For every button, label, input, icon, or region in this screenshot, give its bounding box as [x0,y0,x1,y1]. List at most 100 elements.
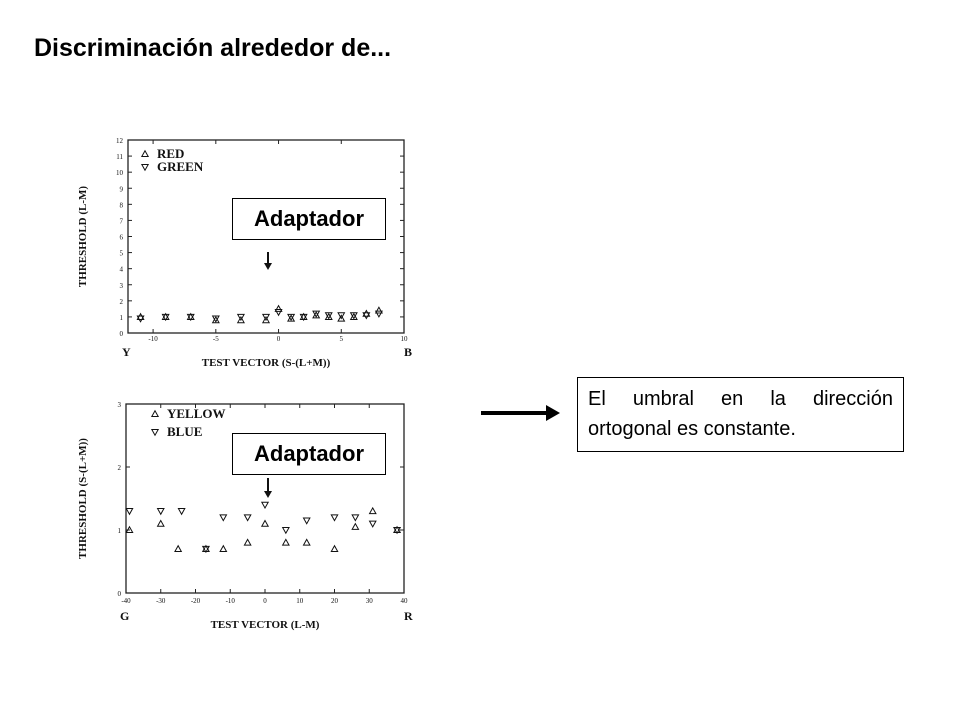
note-box: El umbral en la dirección ortogonal es c… [577,377,904,452]
x-end-label-left: G [120,609,129,623]
x-axis-label: TEST VECTOR (S-(L+M)) [202,357,331,369]
x-tick-label: 0 [277,335,281,343]
data-point-yellow [243,538,252,546]
data-point-green [324,312,333,320]
data-point-blue [156,508,165,516]
data-point-red [136,312,145,320]
y-tick-label: 1 [118,527,122,535]
legend-marker [150,428,160,437]
data-point-blue [368,520,377,528]
x-tick-label: 20 [331,597,339,605]
slide-title: Discriminación alrededor de... [34,34,392,62]
y-tick-label: 2 [120,298,124,306]
y-tick-label: 6 [120,234,124,242]
data-point-blue [219,514,228,522]
data-point-blue [125,508,134,516]
data-point-green [186,313,195,322]
data-point-red [236,315,245,324]
data-point-blue [302,517,311,525]
legend-label: BLUE [167,424,202,439]
data-point-green [312,310,321,318]
data-point-green [161,313,170,322]
data-point-green [274,309,283,317]
data-point-yellow [260,519,270,527]
x-tick-label: -5 [213,335,219,343]
data-point-green [236,313,245,322]
data-point-yellow [174,544,183,552]
legend-label: RED [157,146,184,161]
x-tick-label: 5 [340,335,344,343]
data-point-blue [393,526,402,535]
data-point-green [299,313,308,322]
y-tick-label: 9 [120,185,124,193]
y-tick-label: 12 [116,137,124,145]
y-tick-label: 1 [120,314,124,322]
x-tick-label: -10 [226,597,236,605]
adapter-arrowhead-icon [264,263,272,270]
x-tick-label: -10 [148,335,158,343]
y-tick-label: 3 [120,282,124,290]
y-tick-label: 10 [116,169,124,177]
data-point-green [374,310,383,318]
data-point-blue [351,514,360,522]
y-tick-label: 2 [118,464,122,472]
data-point-yellow [368,506,377,515]
adapter-label-top: Adaptador [232,198,386,240]
data-point-blue [281,526,290,535]
data-point-blue [243,514,252,522]
data-point-green [349,312,358,320]
data-point-red [374,306,383,314]
data-point-blue [330,514,339,522]
data-point-yellow [330,544,339,552]
data-point-green [287,313,296,322]
x-tick-label: -40 [121,597,131,605]
data-point-red [362,309,371,317]
y-tick-label: 4 [120,266,124,274]
x-tick-label: 0 [263,597,267,605]
data-point-red [274,304,283,312]
data-point-blue [201,545,210,554]
x-tick-label: -30 [156,597,166,605]
y-tick-label: 3 [118,401,122,409]
threshold-s-chart: 0 1 2 3 -40 -30 -20 -10 0 10 20 30 40G R TEST VECTOR (… [77,401,413,631]
y-tick-label: 0 [118,590,122,598]
data-point-green [261,313,271,322]
adapter-label-bottom: Adaptador [232,433,386,475]
data-point-yellow [281,538,290,546]
data-point-red [261,315,271,324]
legend-label: YELLOW [167,406,226,421]
y-axis-label: THRESHOLD (S-(L+M)) [77,438,89,559]
data-point-yellow [302,538,311,546]
x-tick-label: 30 [366,597,374,605]
legend-marker [140,149,150,158]
y-axis-label: THRESHOLD (L-M) [77,186,89,287]
y-tick-label: 8 [120,201,124,209]
data-point-blue [177,508,186,516]
data-point-green [337,312,346,320]
y-tick-label: 0 [120,330,124,338]
y-tick-label: 5 [120,250,124,258]
adapter-arrowhead-icon [264,491,272,498]
x-tick-label: 10 [401,335,409,343]
x-end-label-left: Y [122,345,131,359]
legend-marker [140,163,150,172]
data-point-yellow [219,544,228,552]
data-point-green [362,312,371,320]
data-point-yellow [125,525,134,534]
legend-label: GREEN [157,159,204,174]
y-tick-label: 7 [120,217,124,225]
data-point-yellow [351,522,360,530]
x-tick-label: 10 [296,597,304,605]
data-point-yellow [156,519,165,527]
data-point-green [136,315,145,323]
data-point-red [337,314,346,322]
x-axis-label: TEST VECTOR (L-M) [211,619,320,631]
x-end-label-right: B [404,345,412,359]
x-tick-label: -20 [191,597,201,605]
data-point-green [211,315,220,323]
x-end-label-right: R [404,609,413,623]
legend-marker [150,409,160,418]
x-tick-label: 40 [401,597,409,605]
